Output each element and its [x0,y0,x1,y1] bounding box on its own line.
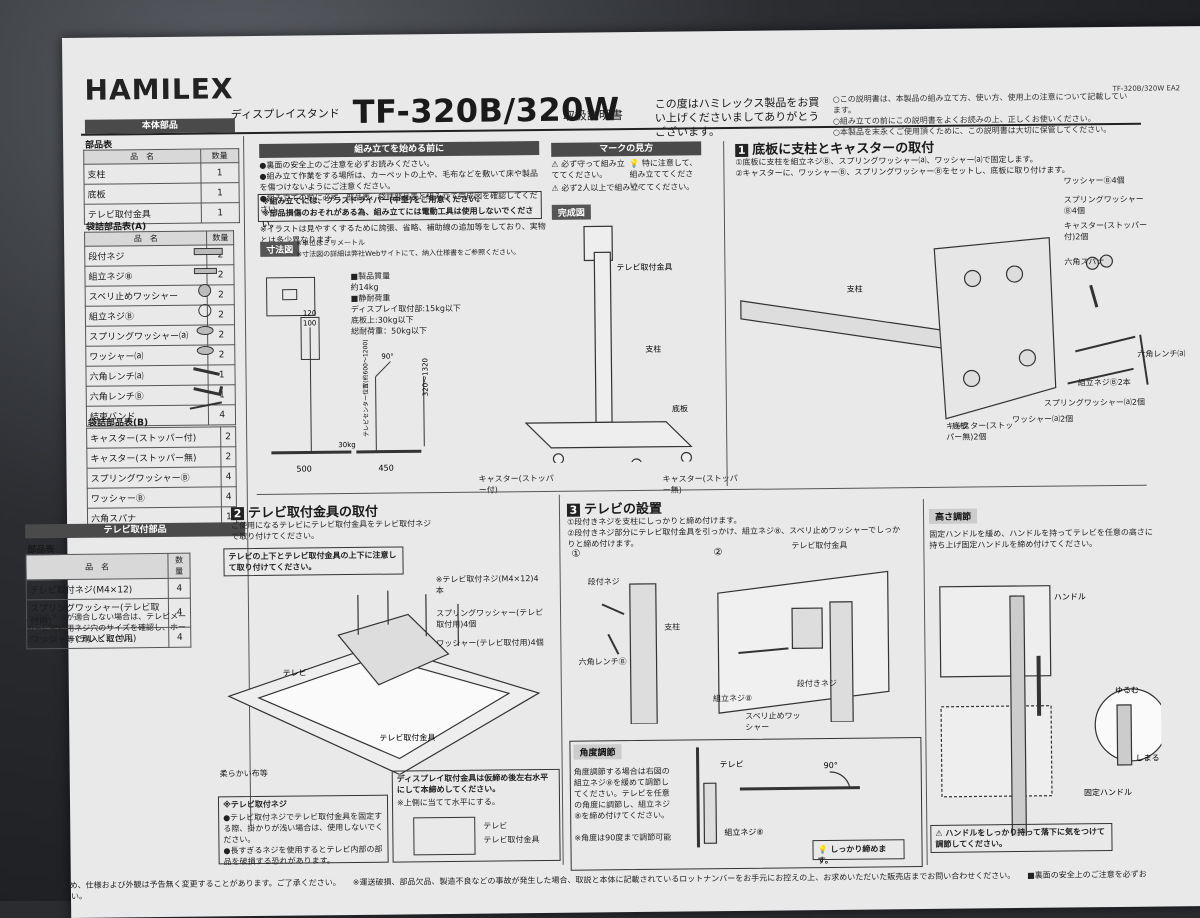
step2-desc: ご使用になるテレビにテレビ取付金具をテレビ取付ネジで取り付けてください。 [231,518,431,542]
step2-caution-box: テレビの上下とテレビ取付金具の上下に注意して取り付けてください。 [223,546,403,576]
warning-icon: ⚠ [552,184,559,193]
greeting-text: この度はハミレックス製品をお買い上げくださいましてありがとうございます。 [655,96,825,140]
hex-wrench-icon [193,368,219,374]
svg-text:支柱: 支柱 [645,344,661,354]
svg-text:90°: 90° [824,761,838,770]
washer-icon [197,346,213,354]
svg-text:②: ② [713,547,722,558]
svg-text:固定ハンドル: 固定ハンドル [1084,787,1132,798]
svg-text:テレビ: テレビ [720,760,744,769]
svg-text:ハンドル: ハンドル [1054,592,1086,601]
svg-text:テレビセンター位置(約600～1200): テレビセンター位置(約600～1200) [361,339,370,436]
column-divider [923,499,928,865]
warning-icon: ⚠ [935,829,942,838]
svg-text:テレビ取付金具: テレビ取付金具 [616,262,672,273]
brand-logo: HAMILEX [84,72,233,107]
washer-icon [199,284,211,296]
footer-notes: ※改良のため、仕様および外観は予告無く変更することがあります。ご了承ください。 … [31,869,1151,903]
height-desc: 固定ハンドルを緩め、ハンドルを持ってテレビを任意の高さに持ち上げ固定ハンドルを締… [929,527,1159,551]
document-id: TF-320B/320W EA2 [1113,84,1181,93]
bulb-icon: 💡 [629,159,639,168]
width-label: 500 [296,464,311,473]
bagA-part-icons [184,246,236,417]
product-subtitle: ディスプレイスタンド [231,105,340,122]
angle-desc: 角度調節する場合は右図の組立ネジ⑧を緩めて調節してください。テレビを任意の角度に… [574,766,673,822]
svg-text:90°: 90° [381,353,394,361]
svg-text:ゆるむ: ゆるむ [1115,686,1139,695]
bagB-table: キャスター(ストッパー付)2 キャスター(ストッパー無)2 スプリングワッシャー… [86,426,237,529]
angle-title: 角度調節 [573,744,621,760]
complete-stand-drawing: テレビ取付金具 支柱 底板 [484,211,717,463]
instruction-sheet: HAMILEX ディスプレイスタンド TF-320B/320W 取扱説明書 この… [62,26,1200,918]
hex-wrench-icon [194,386,222,394]
screw-icon [194,248,222,254]
up-down-arrow-icon [1039,656,1040,716]
manual-label: 取扱説明書 [563,106,623,124]
screw-icon [194,268,216,273]
tv-parts-header: テレビ取付部品 [25,522,245,538]
angle-note: ※角度は90度まで調節可能 [574,832,684,844]
table-row: キャスター(ストッパー付)2 [87,427,236,449]
caster-icon [681,452,691,462]
svg-text:450: 450 [378,464,393,473]
svg-text:組立ネジ⑧: 組立ネジ⑧ [724,827,763,837]
bulb-icon: 💡 [817,845,827,854]
level-note-box: ディスプレイ取付金具は仮締め後左右水平にして本締めしてください。 ※上側に当てて… [392,769,561,863]
spring-washer-icon [199,304,211,316]
washer-icon [197,326,213,334]
svg-text:100: 100 [303,319,316,327]
height-title: 高さ調節 [929,508,977,524]
header-notes: ○この説明書は、本製品の組み立て方、使い方、使用上の注意について記載しています。… [833,91,1133,138]
step2-labels: ※テレビ取付ネジ(M4×12)4本 スプリングワッシャー(テレビ取付用)4個 ワ… [436,573,547,649]
caster-icon [631,459,641,464]
svg-text:120: 120 [303,309,316,317]
tv-screw-note-box: ※テレビ取付ネジ ●テレビ取付ネジでテレビ取付金具を固定する際、掛かりが浅い場合… [218,795,389,865]
height-drawing: ハンドル ゆるむ しまる 固定ハンドル [929,555,1162,837]
table-row: キャスター(ストッパー無)2 [87,447,236,469]
svg-text:①: ① [571,549,580,560]
svg-text:しまる: しまる [1136,754,1160,763]
height-warning-box: ⚠ ハンドルをしっかり持って落下に気をつけて調節してください。 [930,823,1112,853]
before-assembly-header: 組み立てを始める前に [259,141,539,158]
product-specs: ■製品質量 約14kg ■静耐荷重 ディスプレイ取付部:15kg以下 底板上:3… [350,270,461,337]
angle-drawing: テレビ 90° 組立ネジ⑧ [679,741,880,853]
marks-header: マークの見方 [551,141,701,157]
svg-text:テレビ取付金具: テレビ取付金具 [379,732,435,743]
svg-text:底板: 底板 [672,403,688,413]
step1-right-labels: ワッシャーⒷ4個 スプリングワッシャーⒷ4個 キャスター(ストッパー付)2個 六… [1063,175,1154,268]
tighten-box: 💡 しっかり締めます。 [812,839,904,860]
table-row: テレビ取付ネジ(M4×12)4 [26,578,190,600]
caster-icon [553,454,563,464]
spanner-icon [1091,285,1097,307]
column-divider [723,141,728,486]
svg-text:支柱: 支柱 [847,284,863,294]
mark-two-people: ⚠ 必ず2人以上で組み立ててください。 [552,181,702,194]
mark-must: ⚠ 必ず守って組み立ててください。 [551,158,626,181]
dimension-title: 寸法図 [260,242,299,257]
hex-wrench-icon [608,634,618,654]
svg-text:320～1320: 320～1320 [421,358,429,396]
svg-text:30kg: 30kg [338,441,355,449]
tv-parts-note: 上記のネジが適合しない場合は、テレビメーカーに壁掛用ネジ穴のサイズを確認し、ホー… [26,611,186,646]
exclamation-icon: ⚠ [551,160,558,169]
svg-text:テレビ: テレビ [283,668,307,677]
main-parts-header: 本体部品 [85,118,235,134]
cable-tie-icon [190,402,222,408]
